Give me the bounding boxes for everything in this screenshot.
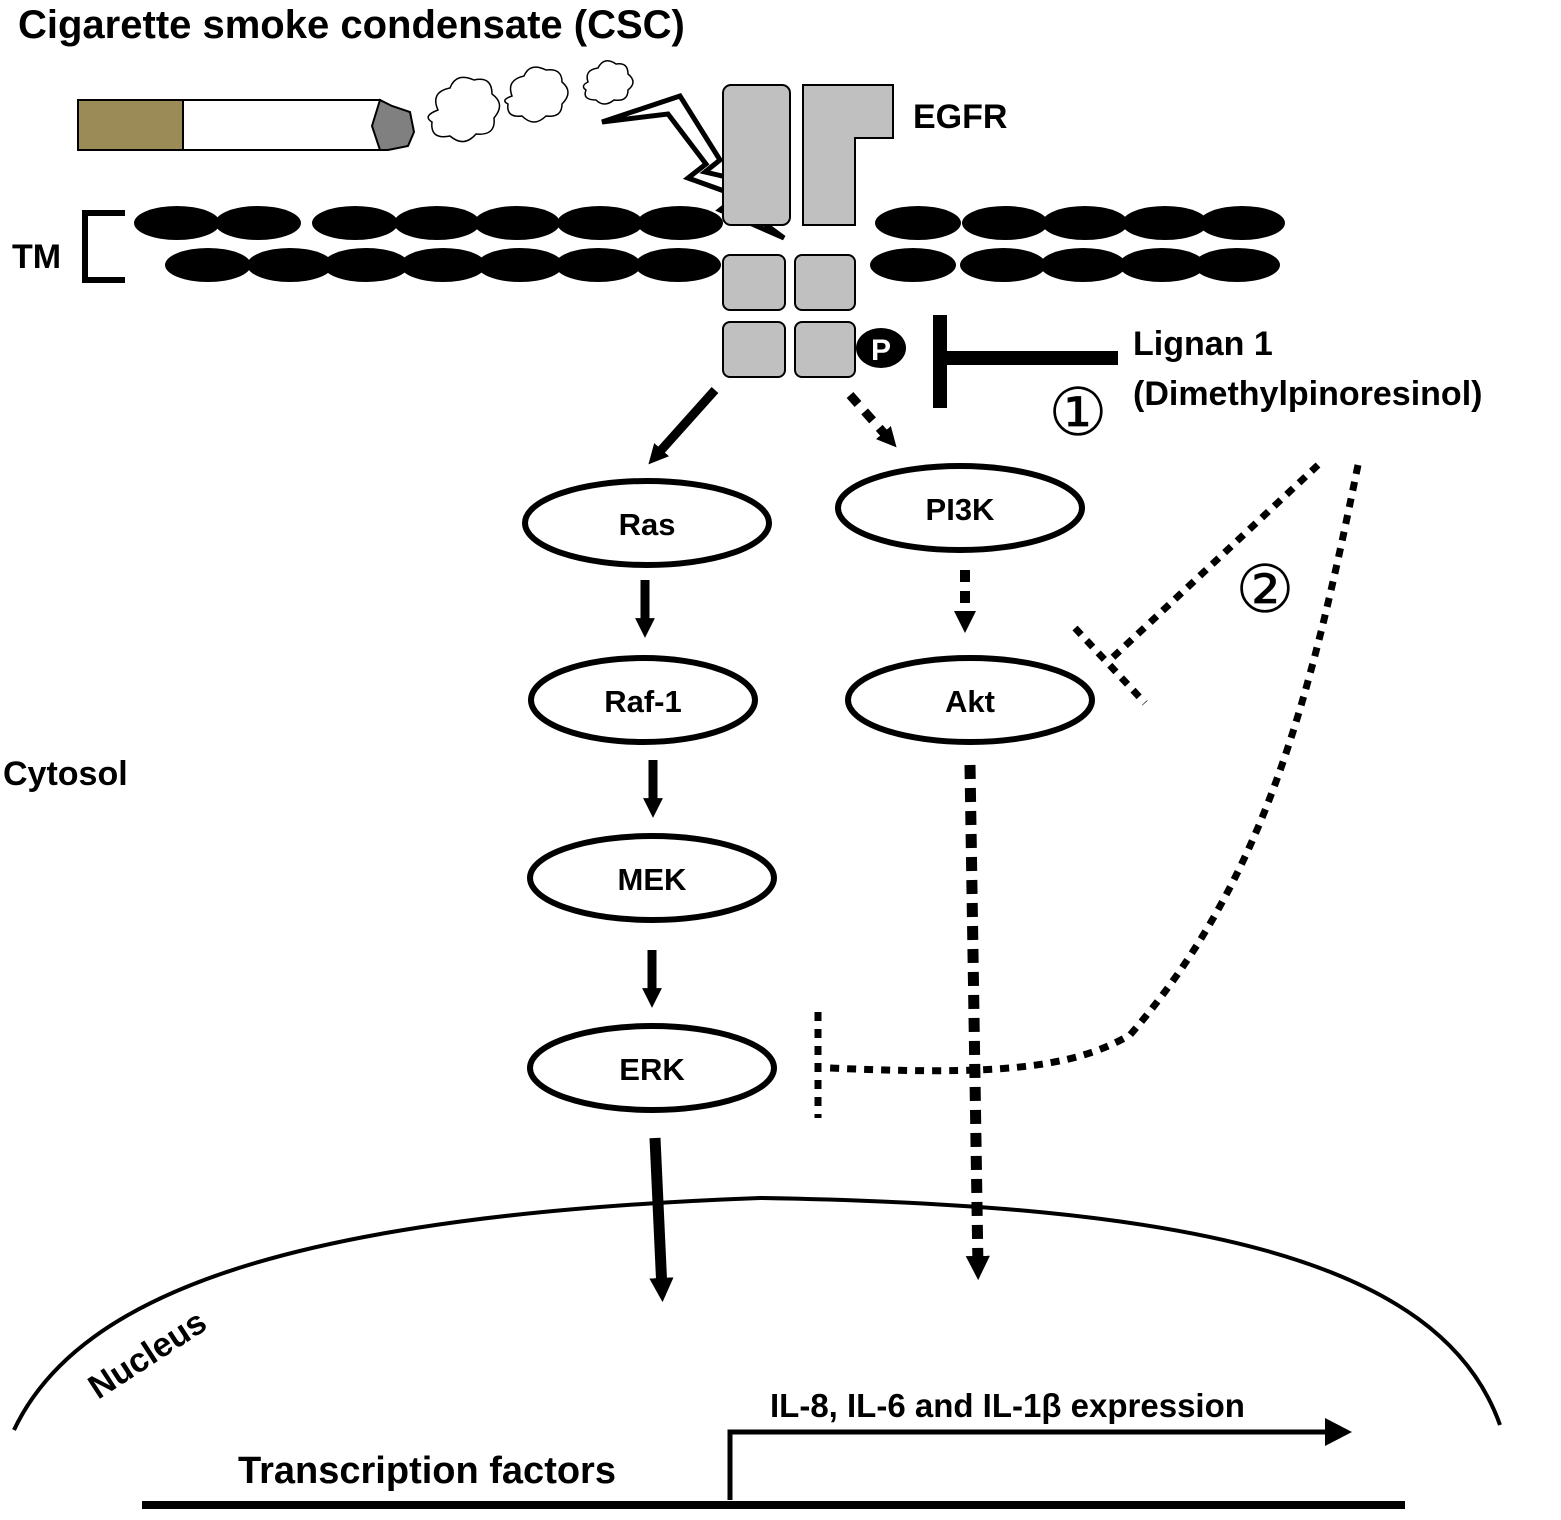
tm-bracket (82, 210, 125, 283)
expression-label: IL-8, IL-6 and IL-1β expression (770, 1387, 1245, 1424)
diagram-title: Cigarette smoke condensate (CSC) (18, 3, 685, 47)
transcription-label: Transcription factors (238, 1450, 616, 1492)
node-erk: ERK (527, 1023, 777, 1113)
phospho-badge (856, 328, 906, 368)
egfr-label: EGFR (913, 98, 1007, 136)
node-akt: Akt (845, 655, 1095, 745)
node-mek: MEK (527, 833, 777, 923)
node-ras: Ras (522, 478, 772, 568)
egfr-receptor (722, 84, 894, 378)
node-erk-label: ERK (619, 1052, 685, 1087)
lightning-bolt-icon (601, 93, 786, 241)
smoke-cloud-icon (427, 60, 634, 143)
inhibitor-name: Lignan 1 (1133, 325, 1273, 363)
arrow-egfr-to-ras (648, 386, 719, 465)
node-ras-label: Ras (619, 507, 676, 542)
arrow-akt-to-nucleus (964, 764, 990, 1281)
node-raf1-label: Raf-1 (604, 684, 682, 719)
arrow-egfr-to-pi3k (846, 392, 897, 448)
inhibitor-bar-1 (933, 315, 1118, 408)
node-raf1: Raf-1 (528, 655, 758, 745)
phospho-label: P (871, 334, 891, 367)
expression-arrowhead (1325, 1418, 1352, 1446)
step-1-marker: ① (1048, 375, 1107, 449)
tm-label: TM (12, 238, 61, 276)
node-akt-label: Akt (945, 684, 995, 719)
node-mek-label: MEK (618, 862, 688, 897)
inhibitor-alt-name: (Dimethylpinoresinol) (1133, 375, 1482, 413)
arrow-erk-to-nucleus (649, 1137, 674, 1303)
cell-membrane (134, 206, 1285, 282)
step-2-marker: ② (1235, 552, 1294, 626)
inhibitor-lines-2 (814, 462, 1362, 1118)
cytosol-label: Cytosol (3, 755, 128, 793)
expression-arrow (727, 1429, 1330, 1500)
node-pi3k: PI3K (835, 463, 1085, 553)
node-pi3k-label: PI3K (926, 492, 996, 527)
nucleus-membrane (12, 1195, 1502, 1431)
cigarette-icon (77, 98, 416, 151)
nucleus-label: Nucleus (82, 1303, 214, 1407)
